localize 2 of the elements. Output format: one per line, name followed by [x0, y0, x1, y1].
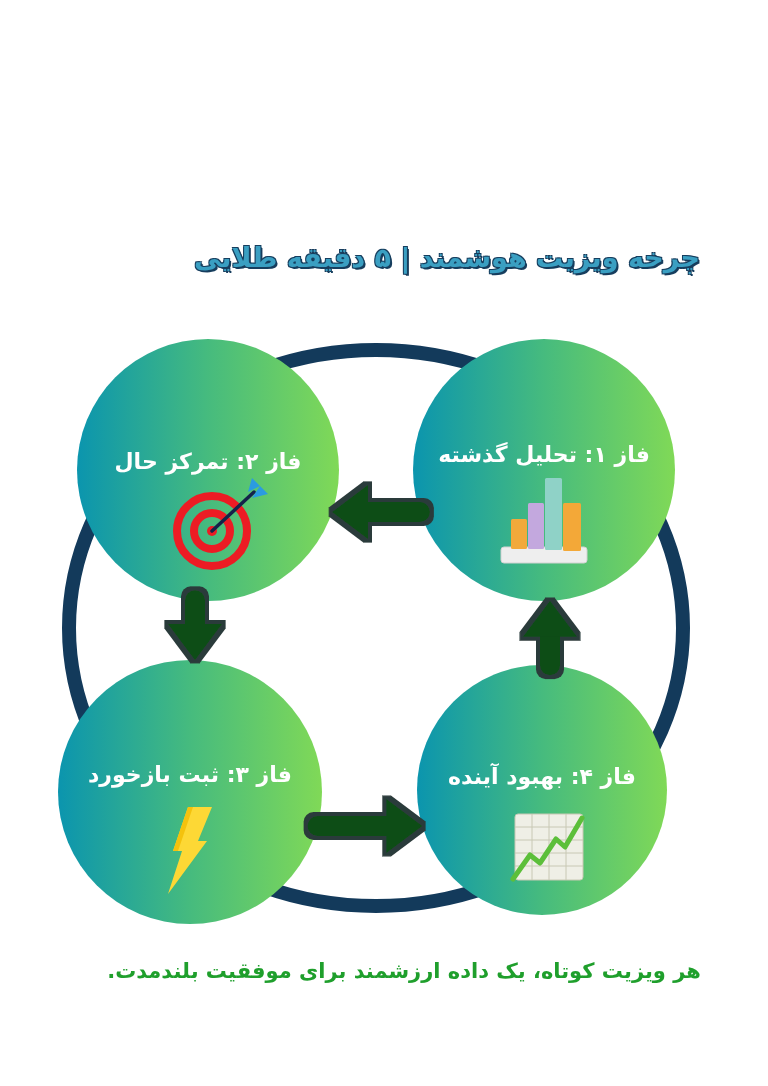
tagline-text: هر ویزیت کوتاه، یک داده ارزشمند برای موفقیت بلندمدت.: [107, 958, 701, 985]
title-text: چرخه ویزیت هوشمند | ۵ دقیقه طلایی: [194, 241, 700, 276]
